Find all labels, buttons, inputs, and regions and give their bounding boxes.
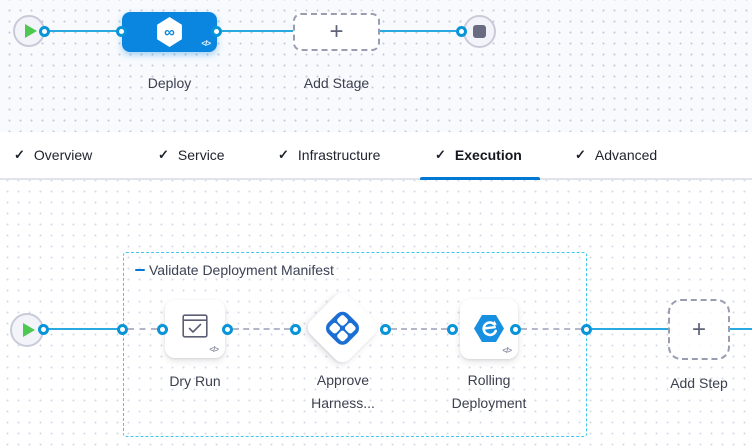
step-node-rolling-deployment[interactable]: </> (460, 299, 518, 359)
connector-port[interactable] (222, 324, 233, 335)
connector-port[interactable] (456, 26, 467, 37)
stage-config-tabs: ✓ Overview ✓ Service ✓ Infrastructure ✓ … (0, 132, 752, 180)
check-icon: ✓ (278, 147, 289, 162)
plus-icon: + (691, 315, 706, 343)
execution-graph-canvas[interactable]: Validate Deployment Manifest </> Dry Run (0, 180, 752, 448)
plus-icon: + (329, 18, 344, 45)
play-icon (25, 24, 37, 38)
add-step-button[interactable]: + (668, 299, 730, 360)
step-group-validate-deployment-manifest[interactable]: Validate Deployment Manifest (123, 252, 587, 437)
connector-line (592, 328, 668, 330)
connector-port[interactable] (290, 324, 301, 335)
connector-line-dashed (521, 328, 581, 330)
connector-line (380, 30, 456, 32)
code-view-icon[interactable]: </> (209, 345, 219, 354)
code-view-icon[interactable]: </> (201, 39, 211, 48)
tab-advanced[interactable]: ✓ Advanced (575, 147, 658, 163)
check-icon: ✓ (14, 147, 25, 162)
stop-icon (473, 25, 486, 38)
stage-label-deploy: Deploy (147, 75, 192, 91)
step-label-rolling-deployment: Rolling Deployment (451, 372, 527, 411)
connector-port[interactable] (510, 324, 521, 335)
step-group-title: Validate Deployment Manifest (149, 262, 334, 278)
connector-line (222, 30, 293, 32)
code-view-icon[interactable]: </> (502, 346, 512, 355)
connector-line-dashed (233, 328, 290, 330)
connector-line-dashed (391, 328, 447, 330)
tab-service[interactable]: ✓ Service (158, 147, 225, 163)
harness-approval-icon (322, 307, 363, 348)
rolling-deployment-icon (474, 315, 504, 342)
connector-port[interactable] (116, 26, 127, 37)
dry-run-icon (182, 314, 208, 338)
step-label-dry-run: Dry Run (169, 373, 221, 389)
connector-line (730, 328, 752, 330)
connector-port[interactable] (39, 26, 50, 37)
pipeline-end-node[interactable] (463, 15, 496, 48)
tab-execution[interactable]: ✓ Execution (435, 147, 522, 163)
connector-port[interactable] (380, 324, 391, 335)
add-stage-button[interactable]: + (293, 13, 380, 51)
stage-graph-canvas[interactable]: ∞ </> Deploy + Add Stage (0, 0, 752, 132)
collapse-dash-icon[interactable] (135, 268, 145, 272)
active-tab-indicator (420, 177, 540, 180)
connector-port[interactable] (581, 324, 592, 335)
harness-cd-icon: ∞ (157, 17, 182, 47)
check-icon: ✓ (575, 147, 586, 162)
connector-port[interactable] (38, 324, 49, 335)
connector-line (47, 30, 116, 32)
connector-line (46, 328, 123, 330)
add-step-label: Add Step (670, 375, 728, 391)
stage-node-deploy[interactable]: ∞ </> (122, 12, 217, 52)
connector-line-dashed (128, 328, 157, 330)
tab-overview[interactable]: ✓ Overview (14, 147, 93, 163)
check-icon: ✓ (435, 147, 446, 162)
connector-port[interactable] (157, 324, 168, 335)
connector-port[interactable] (211, 26, 222, 37)
step-label-approve-harness: Approve Harness... (311, 372, 375, 411)
add-stage-label: Add Stage (303, 75, 370, 91)
step-node-dry-run[interactable]: </> (165, 300, 225, 358)
play-icon (23, 323, 35, 337)
check-icon: ✓ (158, 147, 169, 162)
tab-infrastructure[interactable]: ✓ Infrastructure (278, 147, 381, 163)
step-group-header[interactable]: Validate Deployment Manifest (135, 262, 334, 278)
connector-port[interactable] (117, 324, 128, 335)
connector-port[interactable] (447, 324, 458, 335)
